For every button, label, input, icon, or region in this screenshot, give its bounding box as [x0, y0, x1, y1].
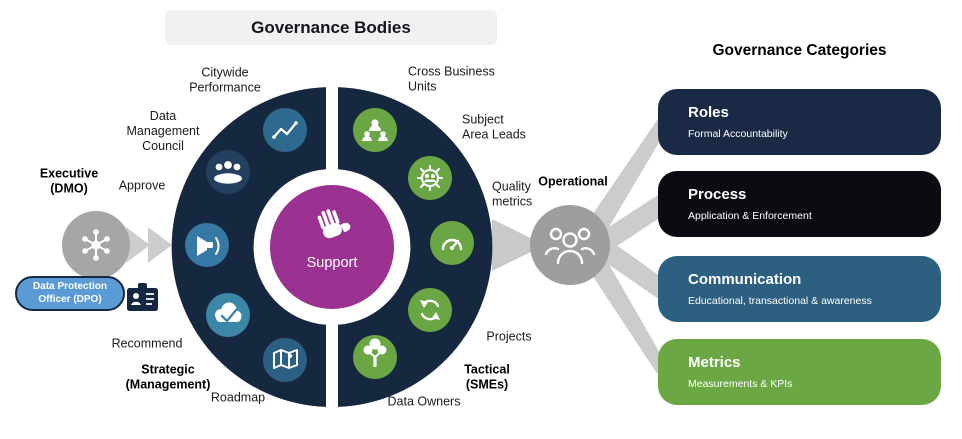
label-quality-metrics: Quality metrics [492, 179, 533, 208]
gauge-icon [441, 238, 463, 251]
id-card-icon [127, 283, 158, 311]
category-metrics-title: Metrics [688, 354, 741, 371]
team-network-icon [362, 119, 388, 141]
category-process: Process Application & Enforcement [658, 171, 941, 237]
label-roadmap: Roadmap [210, 390, 266, 405]
label-cross-business-units: Cross Business Units [408, 64, 495, 93]
network-icon [82, 229, 110, 261]
governance-categories-title: Governance Categories [712, 42, 887, 59]
category-process-title: Process [688, 186, 747, 203]
label-tactical-smes: Tactical (SMEs) [464, 362, 510, 391]
category-communication-subtitle: Educational, transactional & awareness [688, 295, 872, 307]
category-communication-title: Communication [688, 271, 802, 288]
cloud-check-node [206, 293, 250, 337]
line-chart-node [263, 108, 307, 152]
dpo-badge-label: Data Protection Officer (DPO) [33, 281, 107, 305]
megaphone-icon [197, 236, 220, 256]
line-chart-icon [272, 121, 298, 139]
label-approve: Approve [118, 178, 166, 193]
label-projects: Projects [486, 329, 532, 344]
connector-right-fan [492, 110, 664, 384]
map-icon [273, 349, 298, 369]
label-citywide-performance: Citywide Performance [189, 65, 261, 94]
council-people-icon [214, 161, 242, 184]
executive-node [62, 211, 130, 279]
governance-bodies-banner: Governance Bodies [165, 10, 497, 45]
category-metrics-subtitle: Measurements & KPIs [688, 378, 793, 390]
category-roles-title: Roles [688, 104, 729, 121]
label-data-management-council: Data Management Council [126, 108, 200, 153]
team-network-node [353, 108, 397, 152]
cloud-check-icon [215, 302, 242, 323]
tree-icon [363, 338, 387, 367]
gear-team-icon [417, 165, 443, 191]
label-executive-dmo: Executive (DMO) [39, 166, 99, 195]
gear-team-node [408, 156, 452, 200]
operational-people-icon [544, 227, 596, 265]
category-roles: Roles Formal Accountability [658, 89, 941, 155]
tree-node [353, 335, 397, 379]
connector-left-chevrons [126, 227, 172, 263]
category-communication: Communication Educational, transactional… [658, 256, 941, 322]
category-process-subtitle: Application & Enforcement [688, 210, 812, 222]
label-data-owners: Data Owners [387, 394, 461, 409]
council-node [206, 150, 250, 194]
cycle-node [408, 288, 452, 332]
support-hand-icon [317, 209, 351, 239]
label-subject-area-leads: Subject Area Leads [462, 112, 526, 141]
ring-right-half [338, 87, 493, 407]
dpo-badge [15, 276, 158, 311]
support-label: Support [306, 255, 358, 271]
category-metrics: Metrics Measurements & KPIs [658, 339, 941, 405]
category-roles-subtitle: Formal Accountability [688, 128, 788, 140]
label-recommend: Recommend [111, 336, 183, 351]
label-operational: Operational [538, 174, 608, 189]
label-strategic-management: Strategic (Management) [125, 362, 211, 391]
megaphone-node [185, 223, 229, 267]
operational-node [530, 205, 610, 285]
gauge-node [430, 221, 474, 265]
map-node [263, 338, 307, 382]
support-circle [270, 185, 394, 309]
governance-bodies-title: Governance Bodies [251, 17, 411, 37]
cycle-icon [420, 299, 440, 321]
